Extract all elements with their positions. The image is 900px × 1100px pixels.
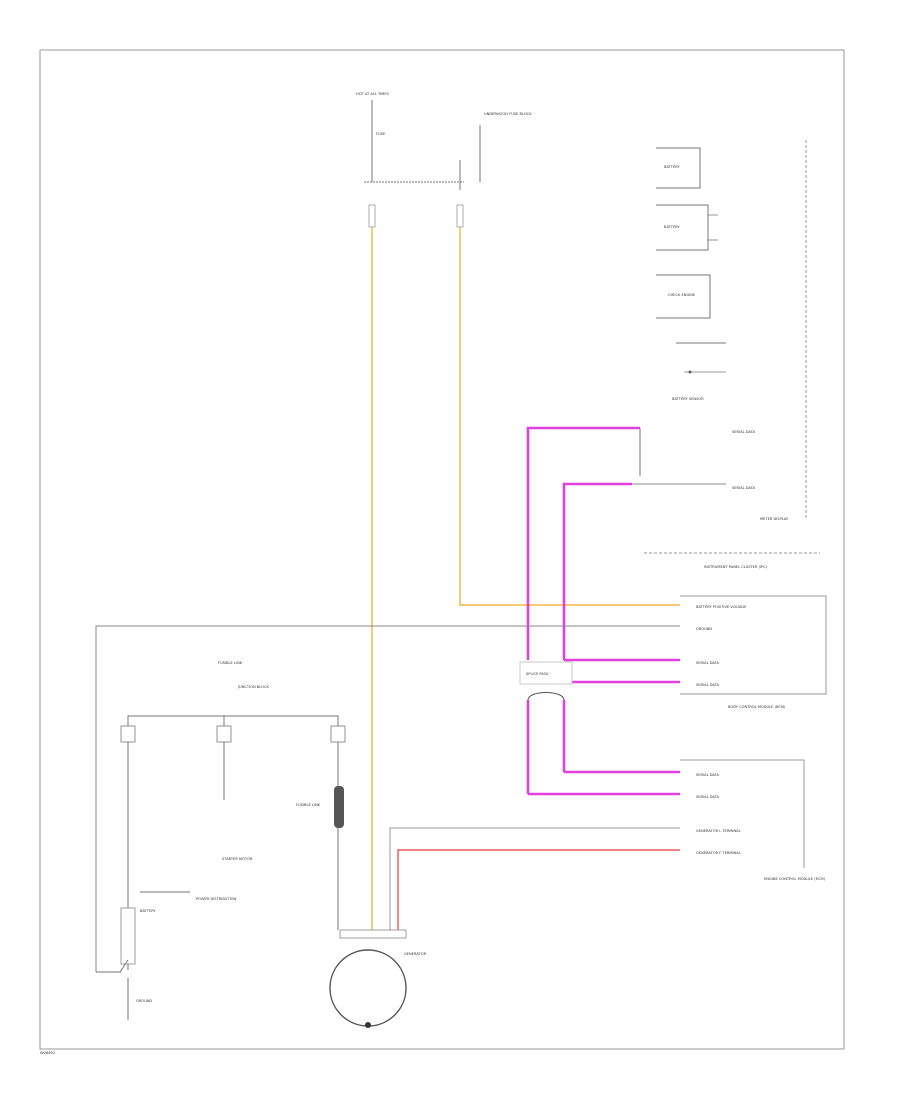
diagram-frame (39, 49, 845, 1050)
generator-symbol (329, 949, 407, 1027)
bcm-pin-1-label: BATTERY POSITIVE VOLTAGE (696, 605, 747, 609)
serial-data-ipc-label-1: SERIAL DATA (732, 430, 756, 434)
fuse-label: FUSE (376, 132, 386, 136)
ecm-pin-3-label: GENERATOR L TERMINAL (696, 829, 741, 833)
generator-group: GENERATOR (329, 929, 427, 1028)
generator-f-wire (397, 849, 680, 930)
ecm-pin-1-label: SERIAL DATA (696, 773, 720, 777)
splice-pack: SPLICE PACK (519, 661, 573, 701)
bcm-group: BATTERY POSITIVE VOLTAGE GROUND SERIAL D… (95, 595, 827, 972)
underhood-fuse-block-label: UNDERHOOD FUSE BLOCK (484, 112, 532, 116)
generator-label: GENERATOR (404, 952, 427, 956)
bcm-pin-3-label: SERIAL DATA (696, 661, 720, 665)
battery-indicator-label-1: BATTERY (664, 165, 681, 169)
ipc-indicators-group: BATTERY BATTERY CHECK ENGINE BATTERY SEN… (644, 140, 820, 569)
footer-code: W06492 (40, 1051, 55, 1055)
meter-display-label: METER DISPLAY (760, 517, 789, 521)
ecm-pin-4-label: GENERATOR F TERMINAL (696, 851, 741, 855)
fusible-link-label: FUSIBLE LINK (218, 661, 243, 665)
ipc-name-label: INSTRUMENT PANEL CLUSTER (IPC) (704, 565, 768, 569)
starter-motor-label: STARTER MOTOR (222, 857, 253, 861)
ecm-group: SERIAL DATA SERIAL DATA GENERATOR L TERM… (389, 759, 826, 930)
battery-sensor-label: BATTERY SENSOR (672, 397, 704, 401)
battery-label: BATTERY (140, 909, 157, 913)
power-feed-group: HOT AT ALL TIMES FUSE UNDERHOOD FUSE BLO… (356, 92, 532, 228)
power-distribution-label: POWER DISTRIBUTION (196, 897, 236, 901)
serial-data-wire-ipc-2 (562, 482, 632, 660)
check-engine-label: CHECK ENGINE (668, 293, 696, 297)
ecm-pin-2-label: SERIAL DATA (696, 795, 720, 799)
serial-data-wire-ipc-1 (526, 426, 640, 660)
battery-starter-group: FUSIBLE LINK JUNCTION BLOCK FUSIBLE LINK… (96, 661, 346, 1020)
bcm-pin-2-label: GROUND (696, 627, 712, 631)
battery-indicator-label-2: BATTERY (664, 225, 681, 229)
junction-block-label: JUNCTION BLOCK (237, 685, 269, 689)
orange-wire-to-bcm (459, 227, 680, 606)
serial-data-ipc-label-2: SERIAL DATA (732, 486, 756, 490)
fusible-link-element-label: FUSIBLE LINK (296, 803, 321, 807)
fusible-link-element (334, 786, 344, 828)
hot-at-all-times-label: HOT AT ALL TIMES (356, 92, 390, 96)
bcm-name-label: BODY CONTROL MODULE (BCM) (728, 705, 786, 709)
ground-label: GROUND (136, 999, 152, 1003)
ecm-name-label: ENGINE CONTROL MODULE (ECM) (764, 877, 826, 881)
generator-l-wire (389, 827, 680, 930)
bcm-pin-4-label: SERIAL DATA (696, 683, 720, 687)
splice-pack-label: SPLICE PACK (526, 672, 549, 676)
